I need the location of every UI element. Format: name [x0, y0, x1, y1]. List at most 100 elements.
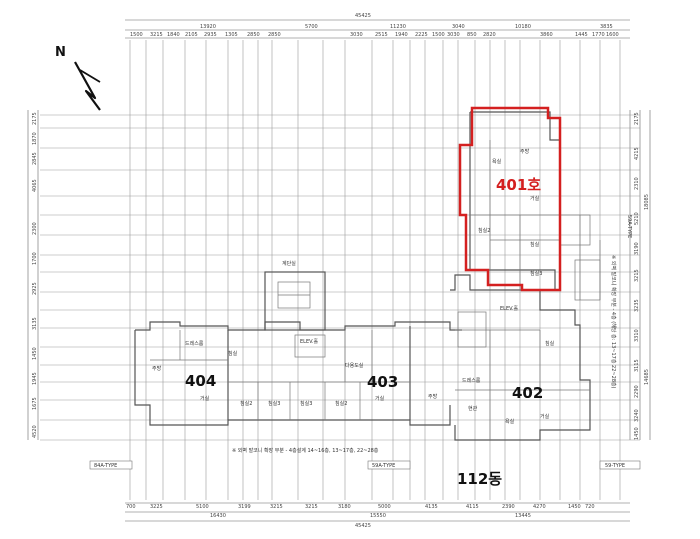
unit-401-highlight	[458, 106, 562, 292]
building-walls	[134, 111, 601, 441]
dim-top-b: 5700	[305, 24, 318, 30]
dim-right: 3115	[634, 359, 640, 372]
dim-top-row: 3215	[150, 32, 163, 38]
dim-right: 5210	[634, 212, 640, 225]
room-label: 침실2	[478, 227, 490, 234]
dim-top-row: 3860	[540, 32, 553, 38]
dim-bottom-row: 700	[126, 504, 136, 510]
room-label: 드레스룸	[462, 377, 481, 384]
room-label: 거실	[200, 395, 210, 402]
room-label: 침실3	[268, 400, 280, 407]
room-label: 침실3	[530, 270, 542, 277]
dimension-chains	[27, 19, 651, 522]
left-dimension-labels: 2175 1870 2845 4065 2300 1700 2925 3135 …	[32, 112, 38, 438]
bottom-note: ※ 외벽 발코니 확장 부분 - 4층설계 14~16층, 13~17층, 22…	[232, 447, 379, 454]
right-note: ※ 외벽 발코니 확장 부분 - 4층 (해당 층: 13~17층 22~28층…	[610, 255, 617, 389]
dim-bottom-row: 3225	[150, 504, 163, 510]
dim-top-row: 2105	[185, 32, 198, 38]
unit-401-label: 401호	[496, 176, 541, 194]
building-label: 112동	[457, 470, 502, 488]
dim-top-row: 1840	[167, 32, 180, 38]
dim-left: 1945	[32, 372, 38, 385]
dim-bottom-row: 4135	[425, 504, 438, 510]
dim-right: 3215	[634, 269, 640, 282]
room-label: 욕실	[505, 418, 515, 425]
dim-bottom-row: 3215	[270, 504, 283, 510]
dim-top-c: 11230	[390, 24, 406, 30]
dim-right: 3190	[634, 242, 640, 255]
dim-left: 4520	[32, 425, 38, 438]
dim-top-row: 3030	[350, 32, 363, 38]
dim-top-e: 10180	[515, 24, 531, 30]
room-labels: 주방 욕실 거실 침실2 침실 침실3 ELEV.홀 ELEV.홀 드레스룸 침…	[152, 148, 555, 425]
type-tags: 84A-TYPE 59A-TYPE 59-TYPE 59A-TYPE	[89, 215, 641, 470]
dim-right: 2310	[634, 177, 640, 190]
dim-left: 1870	[32, 132, 38, 145]
dim-top-d: 3040	[452, 24, 465, 30]
dim-left: 4065	[32, 179, 38, 192]
dim-left: 2300	[32, 222, 38, 235]
dim-left: 2175	[32, 112, 38, 125]
dim-right: 4215	[634, 147, 640, 160]
dim-right: 2175	[634, 112, 640, 125]
dim-top-row: 1500	[432, 32, 445, 38]
room-label: 욕실	[492, 158, 502, 165]
dim-top-row: 3030	[447, 32, 460, 38]
room-label: 주방	[428, 393, 438, 400]
dim-right-overall: 14685	[644, 369, 650, 385]
bottom-dimension-labels: 700 3225 5100 3199 3215 3215 3180 5000 4…	[126, 504, 595, 529]
dim-top-row: 2935	[204, 32, 217, 38]
dim-bottom-row: 4115	[466, 504, 479, 510]
dim-right: 3240	[634, 409, 640, 422]
unit-404-label: 404	[185, 372, 216, 390]
dim-bottom-row: 5000	[378, 504, 391, 510]
dim-left: 2845	[32, 152, 38, 165]
room-label: 드레스룸	[185, 340, 204, 347]
dim-right-overall: 18085	[644, 194, 650, 210]
room-label: ELEV.홀	[500, 305, 518, 312]
dim-top-row: 2820	[483, 32, 496, 38]
dim-top-row: 2850	[268, 32, 281, 38]
room-label: 거실	[530, 195, 540, 202]
dim-top-row: 2225	[415, 32, 428, 38]
dim-right: 3310	[634, 329, 640, 342]
room-label: 거실	[540, 413, 550, 420]
dim-top-row: 1770	[592, 32, 605, 38]
north-label: N	[55, 45, 66, 60]
dim-bottom-sub: 13445	[515, 513, 531, 519]
room-label: 주방	[152, 365, 162, 372]
unit-402-label: 402	[512, 384, 543, 402]
dim-left: 1450	[32, 347, 38, 360]
vertical-grid-lines	[129, 40, 621, 500]
dim-right: 3235	[634, 299, 640, 312]
room-label: 침실2	[335, 400, 347, 407]
dim-bottom-sub: 15550	[370, 513, 386, 519]
dim-right: 2290	[634, 385, 640, 398]
dim-top-row: 1600	[606, 32, 619, 38]
dim-left: 2925	[32, 282, 38, 295]
room-label: 다용도실	[345, 362, 364, 369]
dim-bottom-sub: 16430	[210, 513, 226, 519]
room-label: 침실	[228, 350, 238, 357]
unit-403-label: 403	[367, 373, 398, 391]
dim-right: 1450	[634, 427, 640, 440]
room-label: 현관	[468, 405, 478, 412]
dim-bottom-row: 3215	[305, 504, 318, 510]
dim-top-row: 1445	[575, 32, 588, 38]
horizontal-grid-lines	[40, 114, 640, 441]
room-label: 계단실	[282, 260, 296, 267]
dim-left: 1700	[32, 252, 38, 265]
room-label: 거실	[375, 395, 385, 402]
type-tag-upper-right: 59A-TYPE	[626, 215, 632, 238]
dim-overall-top: 45425	[355, 13, 371, 19]
dim-top-row: 1940	[395, 32, 408, 38]
dim-overall-bottom: 45425	[355, 523, 371, 529]
dim-left: 1675	[32, 397, 38, 410]
room-label: 침실	[530, 241, 540, 248]
dim-bottom-row: 4270	[533, 504, 546, 510]
dim-bottom-row: 2390	[502, 504, 515, 510]
top-dimension-labels: 45425 13920 5700 11230 3040 10180 3835 1…	[130, 13, 619, 38]
dim-top-row: 2850	[247, 32, 260, 38]
room-label: 침실3	[300, 400, 312, 407]
